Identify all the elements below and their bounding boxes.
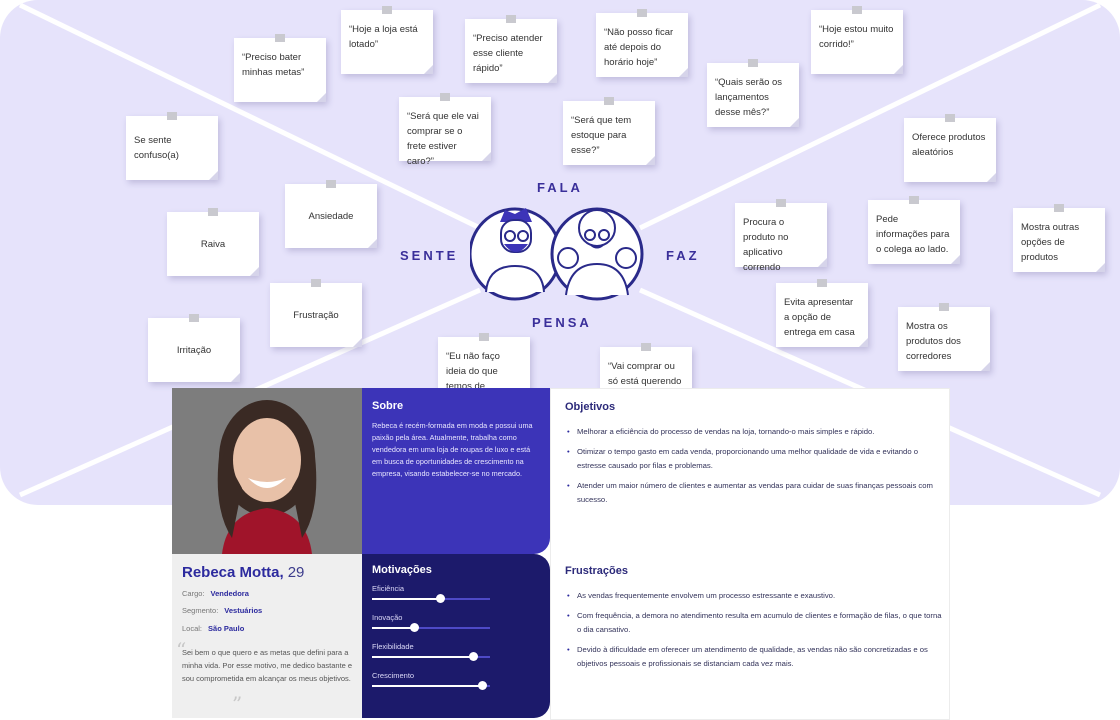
motivation-slider bbox=[372, 594, 490, 603]
sticky-note: “Não posso ficar até depois do horário h… bbox=[596, 9, 688, 77]
slider-fill bbox=[372, 598, 441, 600]
slider-fill bbox=[372, 685, 482, 687]
sticky-note: Frustração bbox=[270, 279, 362, 347]
portrait-image bbox=[172, 388, 362, 554]
frustracoes-list: As vendas frequentemente envolvem um pro… bbox=[565, 589, 947, 677]
motivation-item: Inovação bbox=[372, 613, 540, 632]
label-faz: FAZ bbox=[666, 248, 700, 263]
sobre-panel: Sobre Rebeca é recém-formada em moda e p… bbox=[362, 388, 550, 554]
motivation-label: Crescimento bbox=[372, 671, 415, 680]
persona-photo bbox=[172, 388, 362, 554]
sticky-note: “Será que tem estoque para esse?” bbox=[563, 97, 655, 165]
sticky-note: Mostra outras opções de produtos bbox=[1013, 204, 1105, 272]
motivation-item: Crescimento bbox=[372, 671, 540, 690]
sticky-note: Oferece produtos aleatórios bbox=[904, 114, 996, 182]
objetivos-list: Melhorar a eficiência do processo de ven… bbox=[565, 425, 947, 513]
slider-knob bbox=[469, 652, 479, 661]
local-label: Local: bbox=[182, 624, 203, 633]
close-quote-icon: ” bbox=[232, 692, 243, 716]
sticky-note: “Preciso atender esse cliente rápido” bbox=[465, 15, 557, 83]
sticky-note: “Hoje a loja está lotado” bbox=[341, 6, 433, 74]
sticky-note: Se sente confuso(a) bbox=[126, 112, 218, 180]
slider-knob bbox=[477, 681, 487, 690]
open-quote-icon: “ bbox=[176, 638, 187, 662]
sticky-note: “Hoje estou muito corrido!” bbox=[811, 6, 903, 74]
motivation-item: Flexibilidade bbox=[372, 642, 540, 661]
sticky-note: Pede informações para o colega ao lado. bbox=[868, 196, 960, 264]
cargo-value: Vendedora bbox=[210, 589, 249, 598]
motivation-label: Flexibilidade bbox=[372, 642, 414, 651]
sobre-text: Rebeca é recém-formada em moda e possui … bbox=[372, 421, 533, 478]
list-item: Com frequência, a demora no atendimento … bbox=[567, 609, 947, 637]
persona-name-text: Rebeca Motta, bbox=[182, 564, 284, 581]
sticky-note: Raiva bbox=[167, 208, 259, 276]
persona-info: Rebeca Motta,29 Cargo: Vendedora Segmento… bbox=[172, 554, 362, 718]
persona-age: 29 bbox=[287, 564, 305, 581]
local-value: São Paulo bbox=[208, 624, 245, 633]
sobre-title: Sobre bbox=[372, 400, 404, 412]
motivation-item: Eficiência bbox=[372, 584, 540, 603]
persona-quote: Sei bem o que quero e as metas que defin… bbox=[182, 648, 353, 683]
local-field: Local: São Paulo bbox=[182, 624, 244, 633]
sticky-note: “Quais serão os lançamentos desse mês?” bbox=[707, 59, 799, 127]
objetivos-title: Objetivos bbox=[565, 401, 616, 413]
motivation-slider bbox=[372, 623, 490, 632]
list-item: As vendas frequentemente envolvem um pro… bbox=[567, 589, 947, 603]
persona-avatars-icon bbox=[470, 207, 644, 301]
label-fala: FALA bbox=[537, 180, 583, 195]
list-item: Devido à dificuldade em oferecer um aten… bbox=[567, 643, 947, 671]
frustracoes-title: Frustrações bbox=[565, 565, 628, 577]
motivation-label: Inovação bbox=[372, 613, 403, 622]
persona-card: Rebeca Motta,29 Cargo: Vendedora Segmento… bbox=[172, 388, 950, 720]
segmento-value: Vestuários bbox=[224, 606, 263, 615]
label-pensa: PENSA bbox=[532, 315, 592, 330]
motivation-slider bbox=[372, 681, 490, 690]
slider-fill bbox=[372, 656, 474, 658]
sticky-note: Procura o produto no aplicativo correndo bbox=[735, 199, 827, 273]
sticky-note: Mostra os produtos dos corredores bbox=[898, 303, 990, 371]
motivation-slider bbox=[372, 652, 490, 661]
segmento-field: Segmento: Vestuários bbox=[182, 606, 262, 615]
sticky-note: “Será que ele vai comprar se o frete est… bbox=[399, 93, 491, 167]
cargo-field: Cargo: Vendedora bbox=[182, 589, 249, 598]
sticky-note: Irritação bbox=[148, 314, 240, 382]
goals-frustrations-panel: Objetivos Melhorar a eficiência do proce… bbox=[550, 388, 950, 720]
motivacoes-title: Motivações bbox=[372, 564, 432, 576]
persona-name: Rebeca Motta,29 bbox=[182, 564, 304, 581]
list-item: Otimizar o tempo gasto em cada venda, pr… bbox=[567, 445, 947, 473]
slider-fill bbox=[372, 627, 415, 629]
motivation-label: Eficiência bbox=[372, 584, 405, 593]
sticky-note: Evita apresentar a opção de entrega em c… bbox=[776, 279, 868, 347]
label-sente: SENTE bbox=[400, 248, 459, 263]
cargo-label: Cargo: bbox=[182, 589, 205, 598]
slider-knob bbox=[410, 623, 420, 632]
sticky-note: “Preciso bater minhas metas” bbox=[234, 34, 326, 102]
list-item: Melhorar a eficiência do processo de ven… bbox=[567, 425, 947, 439]
sticky-note: Ansiedade bbox=[285, 180, 377, 248]
segmento-label: Segmento: bbox=[182, 606, 219, 615]
list-item: Atender um maior número de clientes e au… bbox=[567, 479, 947, 507]
slider-knob bbox=[436, 594, 446, 603]
